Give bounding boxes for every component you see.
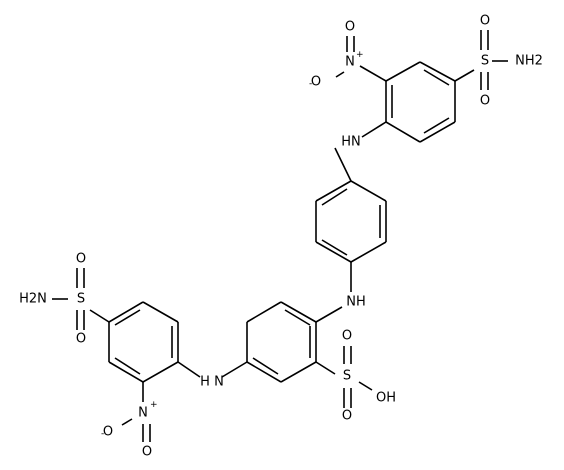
sulfonic-acid-oxygen-1: O <box>342 329 352 344</box>
nitro-top-nitrogen: N <box>345 55 355 70</box>
nitro-bottom-nitrogen: N <box>138 406 148 421</box>
amine-top: HN <box>341 135 361 150</box>
sulfonamide-top-oxygen-1: O <box>480 14 490 29</box>
sulfonic-acid-oxygen-2: O <box>342 409 352 424</box>
nitro-bottom-oxygen-charge: - <box>101 429 104 439</box>
nitro-bottom-oxygen-single: O <box>103 425 113 440</box>
sulfonamide-top-sulfur: S <box>481 54 489 69</box>
nitro-top-oxygen-charge: - <box>309 79 312 89</box>
nitro-top-oxygen-double: O <box>345 20 355 35</box>
sulfonamide-left-oxygen-2: O <box>76 332 86 347</box>
nitro-top-nitrogen-charge: + <box>356 50 364 60</box>
sulfonamide-left-oxygen-1: O <box>76 252 86 267</box>
sulfonamide-left-amine: H2N <box>19 292 47 307</box>
atom-labels: O N + O - S O O NH2 HN NH H N S O O H2N … <box>19 14 543 460</box>
sulfonamide-left-sulfur: S <box>77 292 85 307</box>
sulfonamide-top-oxygen-2: O <box>480 94 490 109</box>
nitro-top-oxygen-single: O <box>311 75 321 90</box>
nitro-bottom-oxygen-double: O <box>142 445 152 460</box>
sulfonamide-top-amine: NH2 <box>515 54 543 69</box>
amine-bottom: H N <box>200 375 224 390</box>
sulfonic-acid-sulfur: S <box>343 369 351 384</box>
sulfonic-acid-hydroxyl: OH <box>376 391 396 406</box>
nitro-bottom-nitrogen-charge: + <box>150 400 158 410</box>
amine-middle: NH <box>346 295 366 310</box>
bonds <box>52 30 508 442</box>
